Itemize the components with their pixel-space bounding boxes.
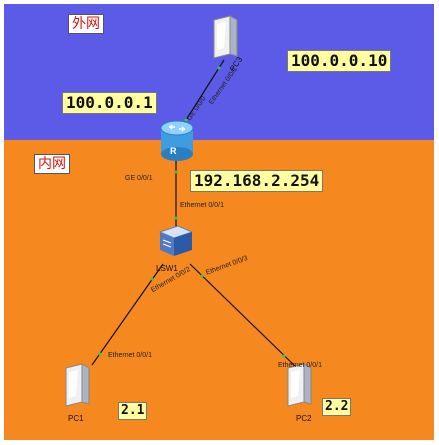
port-dot	[150, 277, 154, 281]
switch-icon	[158, 225, 194, 256]
port-dot	[98, 352, 102, 356]
inner-zone-label: 内网	[34, 154, 70, 174]
pc-icon	[213, 15, 238, 59]
pc1-node[interactable]	[62, 362, 92, 415]
pc3-address: 100.0.0.10	[287, 50, 392, 72]
pc-icon	[287, 363, 312, 407]
router-ge01-label: GE 0/0/1	[125, 175, 153, 182]
outer-zone-label: 外网	[68, 14, 104, 34]
router-name: R	[170, 146, 177, 156]
router-icon	[160, 120, 194, 161]
port-dot	[174, 216, 178, 220]
pc1-address: 2.1	[118, 402, 148, 420]
port-dot	[217, 66, 221, 70]
pc1-name: PC1	[68, 414, 84, 423]
pc-icon	[65, 363, 90, 407]
link-switch-pc2	[189, 263, 297, 368]
switch-up-port-label: Ethernet 0/0/1	[180, 202, 224, 209]
port-dot	[184, 118, 188, 122]
pc2-address: 2.2	[322, 398, 352, 416]
pc2-node[interactable]	[284, 362, 314, 415]
port-dot	[200, 274, 204, 278]
link-switch-pc1	[91, 263, 164, 366]
switch-node[interactable]	[156, 222, 196, 267]
router-lan-address: 192.168.2.254	[190, 170, 324, 192]
pc1-port-label: Ethernet 0/0/1	[108, 352, 152, 359]
link-pc3-router	[180, 59, 225, 129]
router-wan-address: 100.0.0.1	[62, 92, 157, 114]
port-dot	[282, 354, 286, 358]
port-dot	[174, 170, 178, 174]
router-node[interactable]	[156, 118, 198, 169]
pc2-name: PC2	[296, 414, 312, 423]
pc2-port-label: Ethernet 0/0/1	[278, 362, 322, 369]
pc3-node[interactable]	[210, 14, 240, 67]
switch-name: LSW1	[156, 264, 178, 273]
